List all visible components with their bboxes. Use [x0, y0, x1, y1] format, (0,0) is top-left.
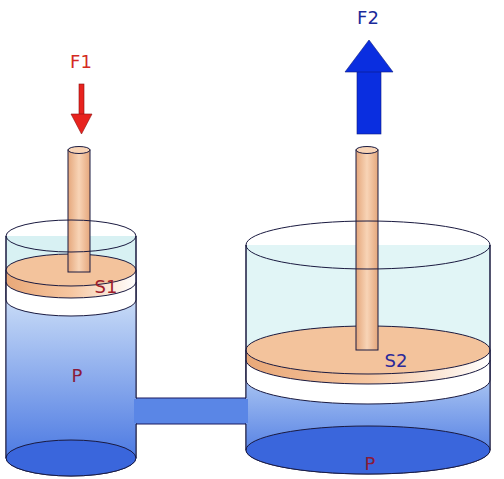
pipe: [134, 398, 248, 424]
force-arrow-down: [71, 84, 92, 134]
large-cylinder: [244, 147, 490, 475]
pressure-label: P: [72, 367, 83, 385]
area-label: S1: [95, 278, 118, 296]
area-label: S2: [385, 352, 408, 370]
force-arrow-up: [345, 40, 393, 134]
pressure-label: P: [365, 455, 376, 473]
force-label: F2: [357, 9, 379, 27]
small-cylinder: [6, 147, 137, 477]
force-label: F1: [70, 53, 92, 71]
